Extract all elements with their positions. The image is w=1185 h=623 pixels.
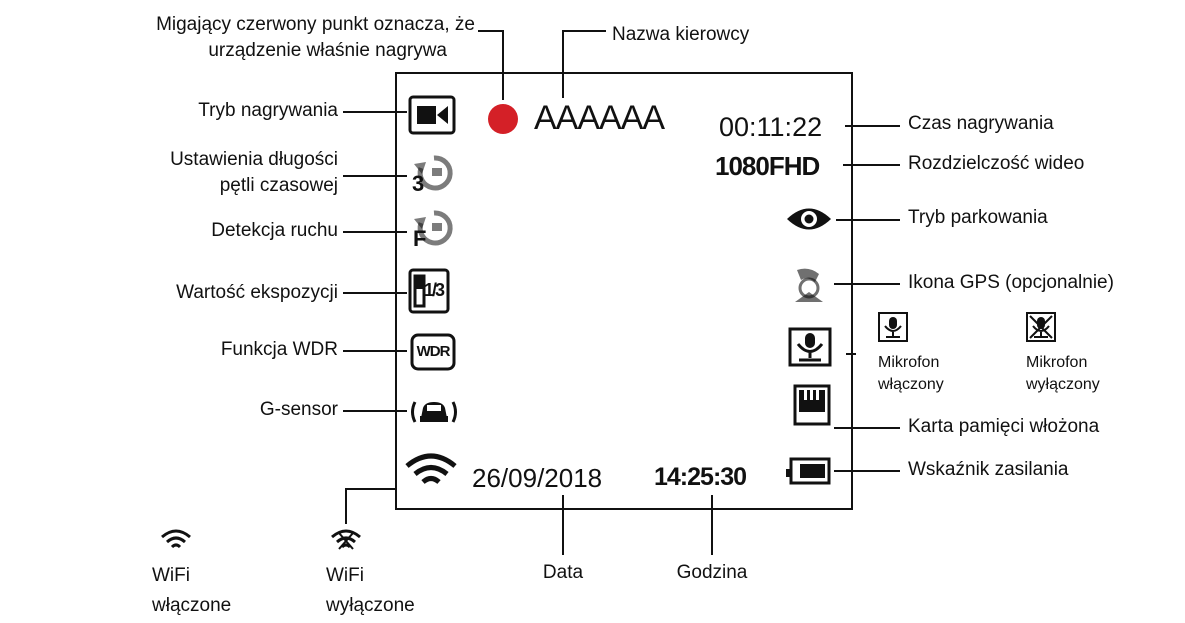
- label-exposure: Wartość ekspozycji: [176, 282, 338, 303]
- leader-resolution: [843, 164, 900, 166]
- recording-time: 00:11:22: [719, 112, 823, 142]
- label-parking: Tryb parkowania: [908, 207, 1048, 228]
- exposure-icon: [408, 268, 450, 314]
- loop-digit: 3: [412, 171, 425, 196]
- video-resolution: 1080FHD: [715, 151, 820, 181]
- leader-exposure: [343, 292, 407, 294]
- label-loop-line2: pętli czasowej: [219, 175, 338, 196]
- motion-letter: F: [413, 226, 427, 251]
- label-mic-off-line1: Mikrofon: [1026, 354, 1088, 371]
- screen-date: 26/09/2018: [472, 463, 603, 493]
- label-resolution: Rozdzielczość wideo: [908, 153, 1085, 174]
- screen-time: 14:25:30: [654, 463, 747, 491]
- leader-rec-time: [845, 125, 900, 127]
- label-sd-card: Karta pamięci włożona: [908, 416, 1100, 437]
- label-wifi-on-line2: włączone: [152, 595, 232, 616]
- label-gps: Ikona GPS (opcjonalnie): [908, 272, 1114, 293]
- leader-loop: [343, 175, 407, 177]
- motion-detection-icon: [410, 207, 458, 251]
- sd-card-icon: [793, 384, 831, 426]
- driver-name: AAAAAA: [534, 99, 665, 137]
- video-camera-icon: [408, 95, 456, 135]
- leader-date: [562, 495, 564, 555]
- label-red-dot-line2: urządzenie właśnie nagrywa: [208, 40, 447, 61]
- eye-icon: [785, 204, 833, 234]
- label-time: Godzina: [676, 562, 748, 583]
- label-mic-on-line1: Mikrofon: [878, 354, 940, 371]
- microphone-icon: [878, 312, 908, 342]
- leader-power: [834, 470, 900, 472]
- label-red-dot-line1: Migający czerwony punkt oznacza, że: [156, 14, 475, 35]
- exposure-value: 1/3: [424, 280, 445, 300]
- leader-gsensor: [343, 410, 407, 412]
- loop-recording-icon: [410, 152, 458, 196]
- microphone-icon: [788, 327, 832, 367]
- label-loop-line1: Ustawienia długości: [170, 149, 338, 170]
- leader-sd-card: [834, 427, 900, 429]
- label-gsensor: G-sensor: [259, 399, 338, 420]
- leader-red-dot-v: [502, 30, 504, 100]
- wifi-icon: [160, 528, 192, 552]
- wifi-icon: [404, 452, 458, 490]
- microphone-off-icon: [1026, 312, 1056, 342]
- label-record-mode: Tryb nagrywania: [198, 100, 338, 121]
- leader-wdr: [343, 350, 407, 352]
- label-date: Data: [542, 562, 584, 583]
- wdr-icon: [410, 333, 456, 371]
- device-screen: [395, 72, 853, 510]
- battery-icon: [784, 456, 832, 486]
- recording-dot-fill: [488, 104, 518, 134]
- label-wdr: Funkcja WDR: [220, 339, 338, 360]
- leader-gps: [834, 283, 900, 285]
- label-mic-off-line2: wyłączony: [1026, 376, 1100, 393]
- leader-time: [711, 495, 713, 555]
- leader-wifi-v: [345, 488, 347, 524]
- recording-dot: [487, 103, 519, 135]
- label-wifi-off-line2: wyłączone: [326, 595, 415, 616]
- gps-icon: [789, 264, 829, 304]
- leader-wifi: [345, 488, 397, 490]
- leader-red-dot: [478, 30, 504, 32]
- leader-record-mode: [343, 111, 407, 113]
- label-wifi-off-line1: WiFi: [326, 565, 364, 586]
- wifi-off-icon: [330, 528, 362, 552]
- leader-motion: [343, 231, 407, 233]
- label-mic-on-line2: włączony: [878, 376, 944, 393]
- leader-parking: [836, 219, 900, 221]
- wdr-text: WDR: [416, 343, 451, 360]
- label-driver-name: Nazwa kierowcy: [612, 24, 750, 45]
- leader-driver-name: [562, 30, 606, 32]
- label-power: Wskaźnik zasilania: [908, 459, 1069, 480]
- leader-driver-name-v: [562, 30, 564, 98]
- leader-mic: [846, 353, 856, 355]
- label-rec-time: Czas nagrywania: [908, 113, 1054, 134]
- g-sensor-car-icon: [409, 396, 459, 428]
- label-wifi-on-line1: WiFi: [152, 565, 190, 586]
- label-motion: Detekcja ruchu: [211, 220, 338, 241]
